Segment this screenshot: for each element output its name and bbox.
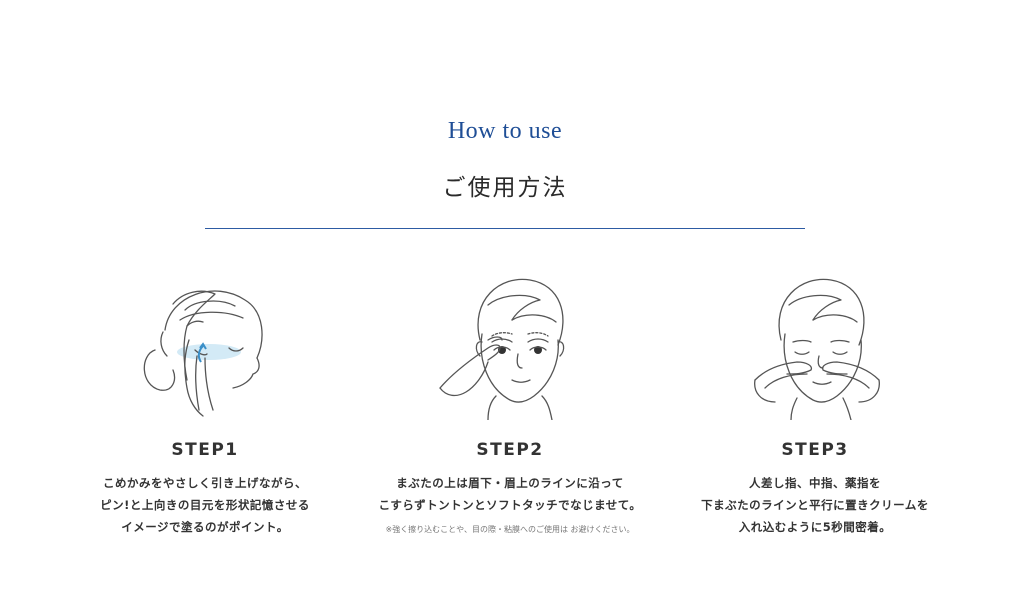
step-3-title: STEP3 bbox=[781, 440, 849, 460]
face-front-eyelid-tap-icon bbox=[439, 278, 565, 420]
step-1: STEP1 こめかみをやさしく引き上げながら、 ピン!と上向きの目元を形状記憶さ… bbox=[55, 270, 355, 538]
step-3-line-3: 入れ込むように5秒間密着。 bbox=[738, 520, 892, 534]
step-2-line-1: まぶたの上は眉下・眉上のラインに沿って bbox=[396, 476, 624, 490]
step-3-line-1: 人差し指、中指、薬指を bbox=[749, 476, 881, 490]
section-title-ja: ご使用方法 bbox=[442, 175, 568, 201]
section-title-en: How to use bbox=[447, 118, 563, 144]
face-side-temple-lift-icon bbox=[143, 290, 263, 417]
step-1-line-3: イメージで塗るのがポイント。 bbox=[121, 520, 289, 534]
step-3-line-2: 下まぶたのラインと平行に置きクリームを bbox=[701, 498, 929, 512]
step-1-title: STEP1 bbox=[171, 440, 239, 460]
step-2-description: まぶたの上は眉下・眉上のラインに沿って こすらずトントンとソフトタッチでなじませ… bbox=[360, 472, 660, 516]
step-3-description: 人差し指、中指、薬指を 下まぶたのラインと平行に置きクリームを 入れ込むように5… bbox=[665, 472, 965, 538]
step-2-title: STEP2 bbox=[476, 440, 544, 460]
step-3: STEP3 人差し指、中指、薬指を 下まぶたのラインと平行に置きクリームを 入れ… bbox=[665, 270, 965, 538]
step-1-line-2: ピン!と上向きの目元を形状記憶させる bbox=[100, 498, 310, 512]
step-2: STEP2 まぶたの上は眉下・眉上のラインに沿って こすらずトントンとソフトタッ… bbox=[360, 270, 660, 535]
step-2-line-2: こすらずトントンとソフトタッチでなじませて。 bbox=[378, 498, 642, 512]
face-front-under-eye-press-icon bbox=[754, 278, 880, 420]
title-divider bbox=[205, 228, 805, 229]
step-2-caution-note: ※強く擦り込むことや、目の際・粘膜へのご使用は お避けください。 bbox=[385, 525, 635, 534]
step-1-description: こめかみをやさしく引き上げながら、 ピン!と上向きの目元を形状記憶させる イメー… bbox=[55, 472, 355, 538]
step-1-line-1: こめかみをやさしく引き上げながら、 bbox=[103, 476, 307, 490]
